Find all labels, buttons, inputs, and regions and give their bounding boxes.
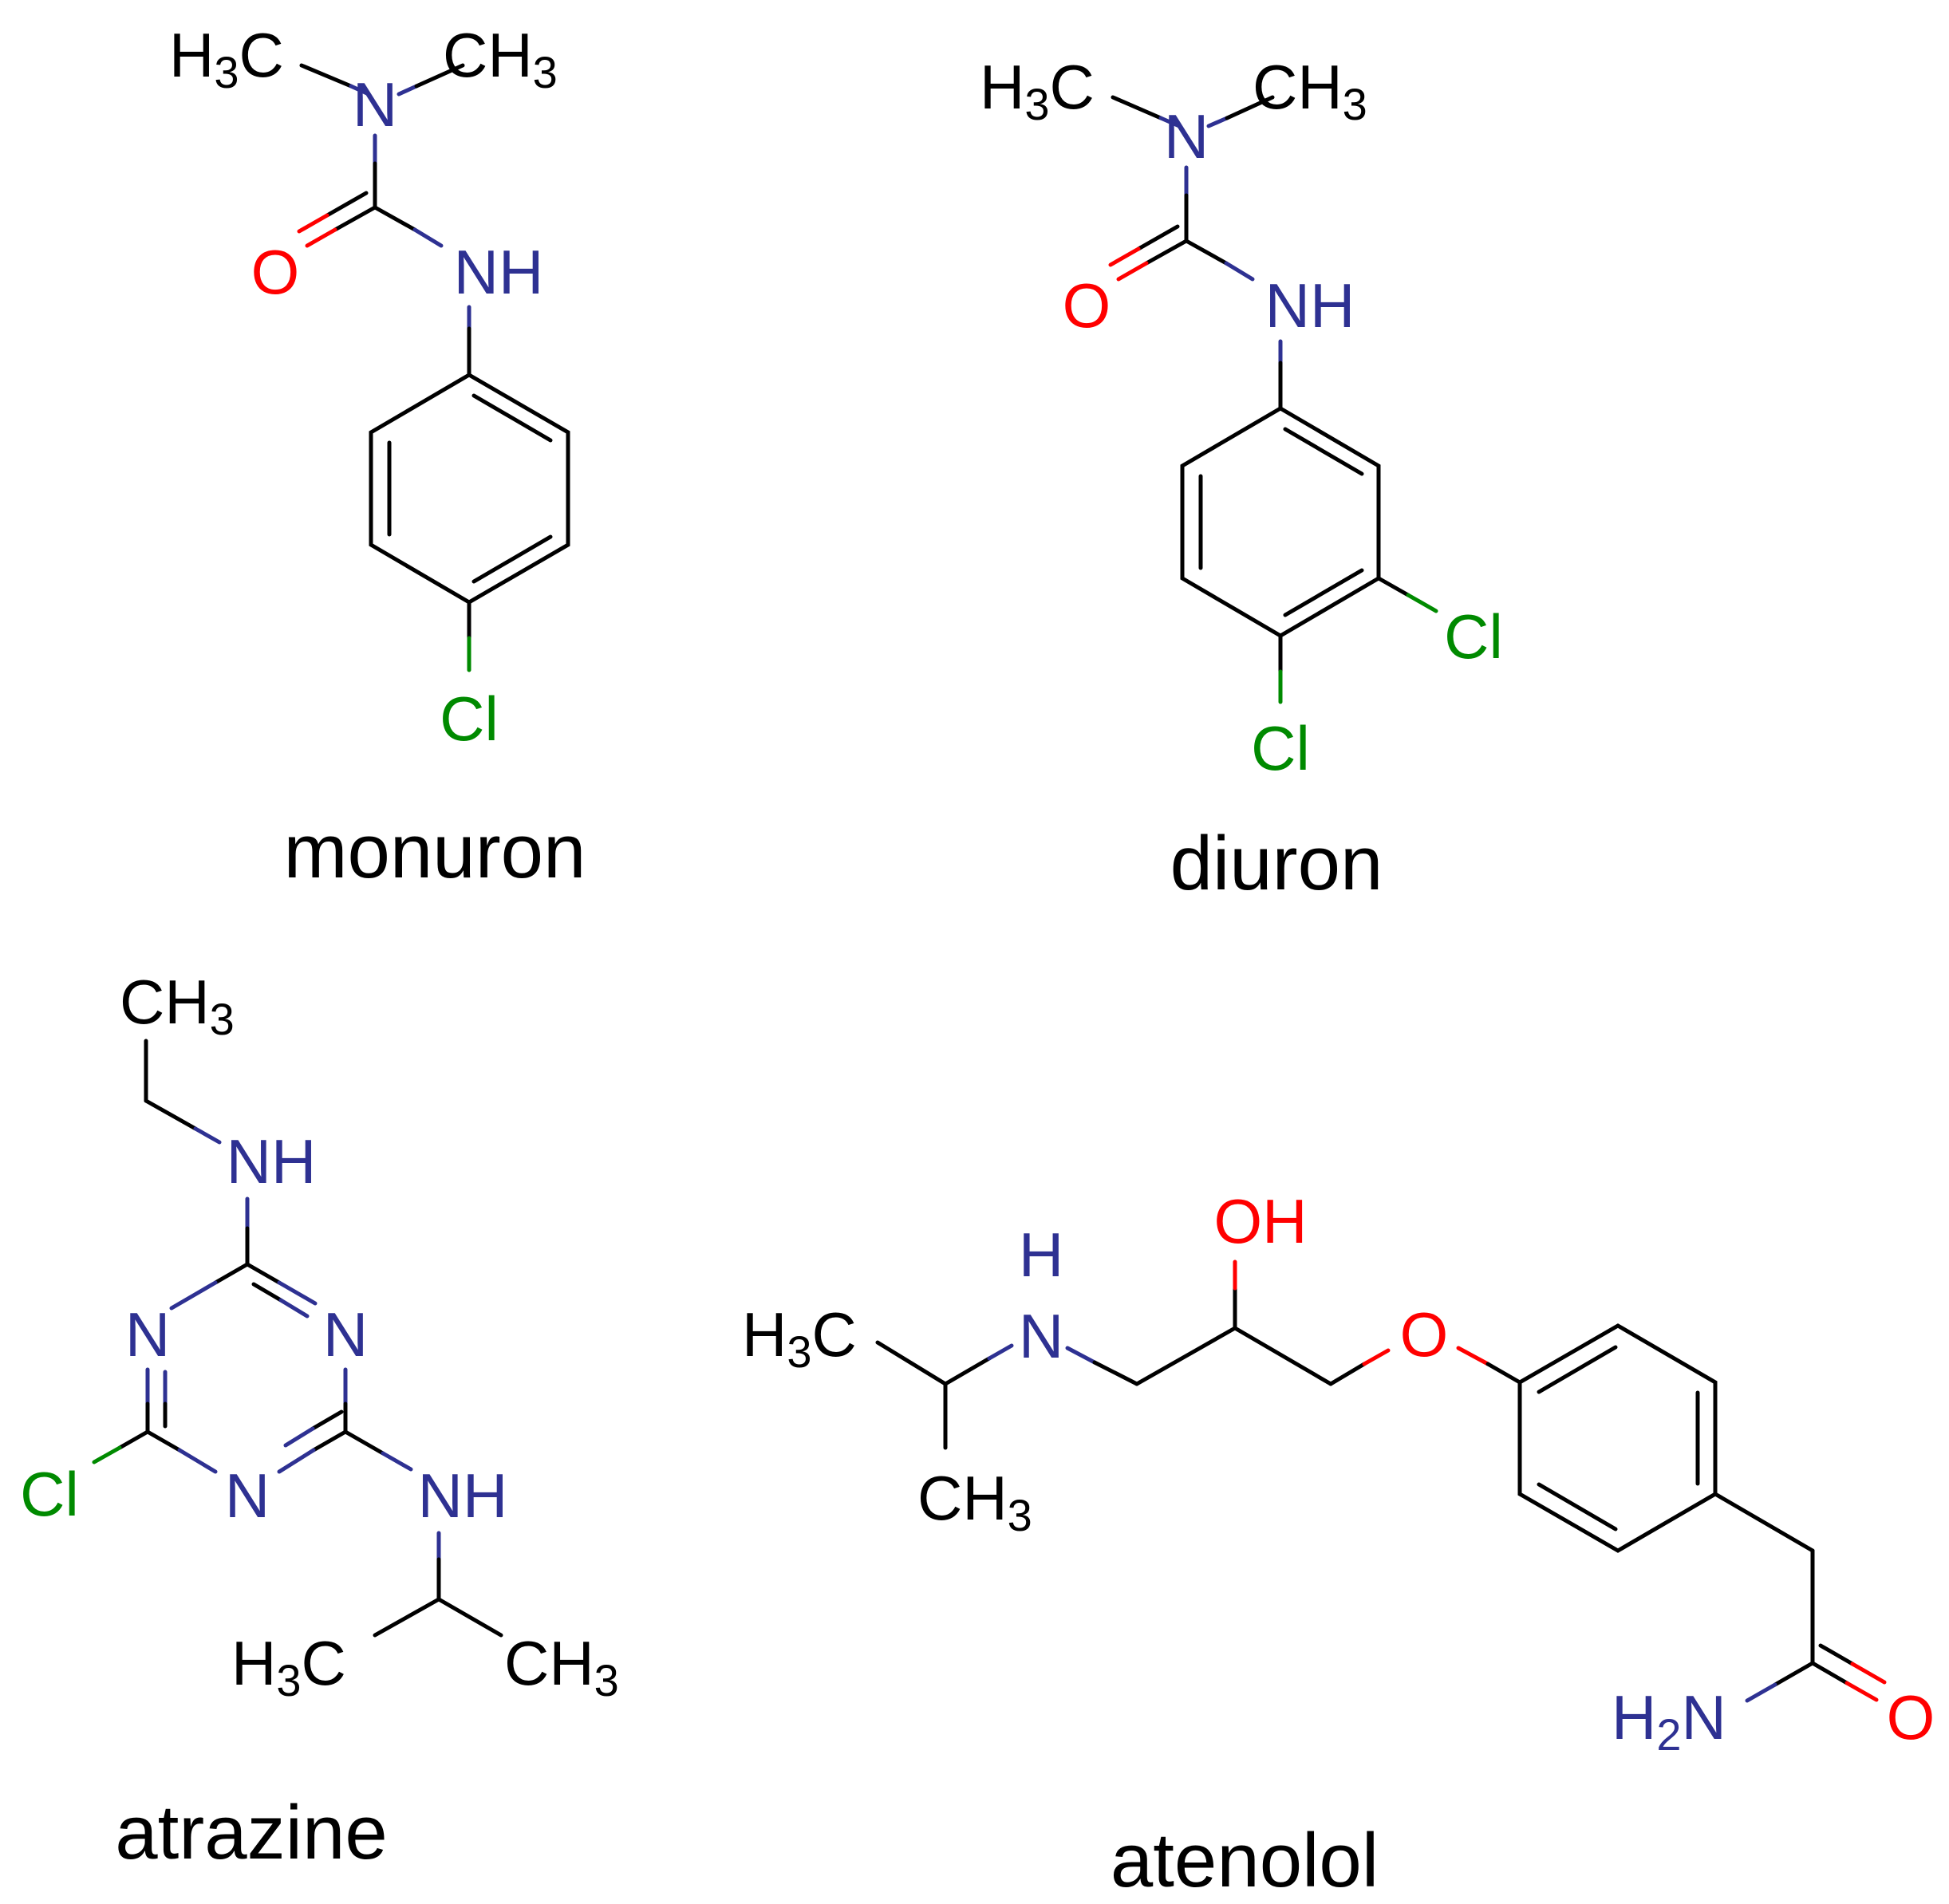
atrazine-atom-ch3-right: CH3 — [504, 1628, 619, 1705]
atenolol-bonds — [875, 1259, 1887, 1703]
atenolol-atom-oh: OH — [1214, 1186, 1308, 1256]
atrazine-atom-nh-top: NH — [227, 1126, 317, 1196]
atenolol-atom-h: H — [1019, 1220, 1063, 1290]
monuron-bonds — [297, 63, 570, 672]
atrazine-atom-cl: Cl — [20, 1459, 79, 1529]
atrazine-bonds — [92, 1039, 503, 1638]
atenolol-name-label: atenolol — [1111, 1818, 1379, 1903]
diuron-atom-h3c: H3C — [980, 52, 1095, 129]
monuron-atom-o: O — [251, 237, 300, 307]
atenolol-atom-labels: H3C H N CH3 OH O H2N O — [742, 1186, 1935, 1760]
atrazine-atom-n-left: N — [125, 1299, 170, 1370]
monuron-atom-h3c: H3C — [169, 20, 284, 97]
atenolol-atom-n: N — [1019, 1301, 1063, 1371]
monuron-atom-nh: NH — [454, 237, 544, 307]
atrazine-name-label: atrazine — [115, 1790, 388, 1875]
atrazine-atom-ch3-top: CH3 — [120, 967, 235, 1044]
diuron-atom-n: N — [1164, 101, 1209, 171]
monuron-atom-n: N — [353, 69, 397, 140]
atrazine-structure: CH3 NH N N N Cl NH H3C CH3 atrazine — [20, 967, 619, 1875]
diuron-structure: H3C N CH3 O NH Cl Cl diuron — [980, 52, 1503, 906]
diuron-atom-cl-para: Cl — [1251, 713, 1310, 783]
diuron-atom-cl-meta: Cl — [1444, 601, 1503, 672]
monuron-atom-cl: Cl — [440, 684, 499, 754]
atenolol-atom-o-ether: O — [1400, 1299, 1449, 1370]
diuron-atom-nh: NH — [1265, 270, 1355, 341]
monuron-name-label: monuron — [284, 809, 586, 894]
diuron-atom-ch3: CH3 — [1253, 52, 1367, 129]
diuron-name-label: diuron — [1170, 821, 1383, 906]
atenolol-atom-h2n: H2N — [1612, 1682, 1726, 1760]
atrazine-atom-labels: CH3 NH N N N Cl NH H3C CH3 — [20, 967, 619, 1705]
atrazine-atom-h3c: H3C — [231, 1628, 346, 1705]
monuron-structure: H3C N CH3 O NH Cl monuron — [169, 20, 586, 894]
atrazine-atom-n-bottom: N — [225, 1461, 270, 1531]
monuron-atom-labels: H3C N CH3 O NH Cl — [169, 20, 558, 754]
monuron-atom-ch3: CH3 — [443, 20, 558, 97]
diuron-bonds — [1108, 95, 1438, 704]
atenolol-atom-ch3: CH3 — [917, 1463, 1032, 1540]
diuron-atom-labels: H3C N CH3 O NH Cl Cl — [980, 52, 1503, 783]
diuron-atom-o: O — [1063, 270, 1111, 341]
atrazine-atom-nh-bottom: NH — [418, 1461, 508, 1531]
atenolol-atom-h3c: H3C — [742, 1299, 857, 1377]
atrazine-atom-n-right: N — [323, 1299, 368, 1370]
atenolol-structure: H3C H N CH3 OH O H2N O atenolol — [742, 1186, 1935, 1903]
atenolol-atom-o-carbonyl: O — [1887, 1682, 1935, 1752]
